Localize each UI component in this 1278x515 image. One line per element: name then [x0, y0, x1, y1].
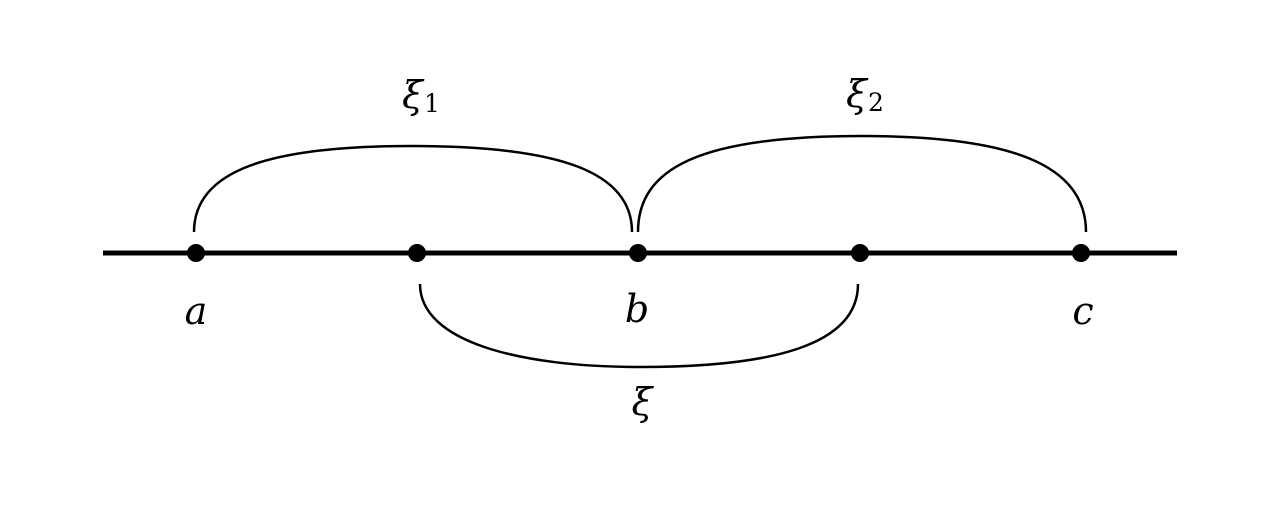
brace-xi1 — [192, 144, 634, 233]
point-b — [629, 244, 647, 262]
point-midpoint-ab — [408, 244, 426, 262]
point-a — [187, 244, 205, 262]
brace-xi2 — [636, 134, 1088, 233]
brace-xi — [418, 283, 860, 369]
label-xi: ξ — [632, 380, 655, 424]
label-c: c — [1072, 289, 1093, 333]
label-b: b — [625, 287, 649, 331]
label-xi2: ξ2 — [846, 72, 884, 117]
point-c — [1072, 244, 1090, 262]
point-midpoint-bc — [851, 244, 869, 262]
label-xi1: ξ1 — [402, 73, 440, 118]
label-a: a — [185, 289, 208, 333]
